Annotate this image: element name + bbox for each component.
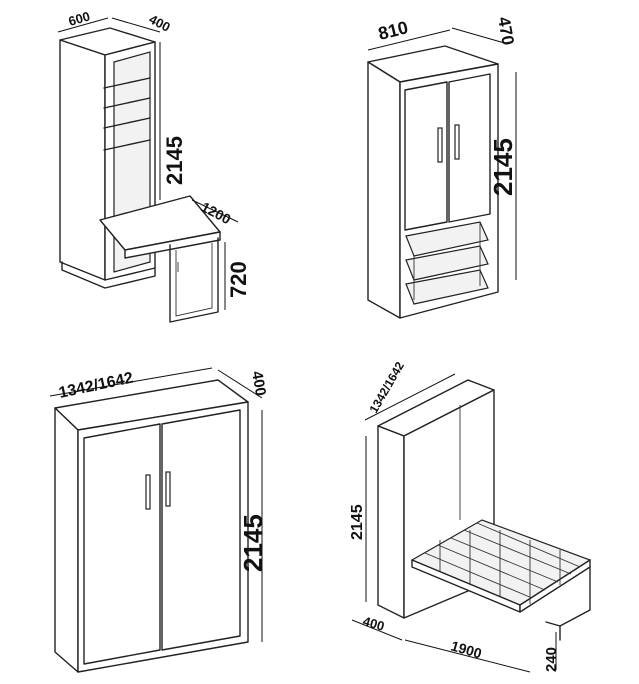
desk-cabinet-side (59, 39, 106, 281)
bed-foot (545, 621, 561, 627)
dim-bed-depth: 400 (248, 370, 269, 398)
bed-door-right[interactable] (161, 409, 241, 651)
desk-cabinet-base (61, 261, 156, 289)
bed-slat (424, 552, 533, 599)
wardrobe-door-right[interactable] (448, 73, 491, 223)
door-handle[interactable] (145, 474, 151, 510)
bed-cabinet-side (54, 407, 79, 673)
dim-wardrobe-width: 810 (376, 17, 410, 44)
dim-bed-length: 1900 (449, 638, 484, 662)
dim-desk-height: 2145 (162, 136, 187, 185)
door-handle[interactable] (454, 124, 460, 160)
dim-line (451, 27, 509, 45)
bed-cabinet-open-view: 1342/1642 2145 400 1900 240 (349, 359, 592, 673)
dim-line (404, 639, 531, 673)
basket-lower[interactable] (405, 269, 489, 305)
dim-line (364, 373, 456, 421)
basket-bottom[interactable] (405, 245, 489, 281)
dim-wardrobe-height: 2145 (488, 138, 518, 196)
dim-leg-height: 240 (543, 647, 560, 672)
door-handle[interactable] (437, 127, 443, 163)
shelf (103, 117, 151, 129)
bed-slat (476, 522, 581, 568)
shelf (103, 139, 151, 151)
dim-desk-width: 600 (67, 8, 92, 28)
bed-leg (559, 566, 591, 641)
bed-slat (437, 544, 546, 591)
table-leg-frame (169, 237, 219, 323)
dim-open-depth: 400 (361, 613, 386, 633)
dim-line (49, 367, 213, 397)
bed-slat (463, 529, 572, 575)
door-handle[interactable] (165, 471, 171, 507)
bed-door-left[interactable] (83, 423, 161, 665)
wardrobe-side (367, 61, 401, 319)
shelf (103, 77, 151, 89)
open-cabinet-side (377, 425, 405, 619)
dim-line (57, 17, 109, 33)
dim-open-width: 1342/1642 (366, 359, 407, 415)
table-edge (124, 231, 221, 259)
basket-top[interactable] (405, 221, 489, 257)
dim-desk-depth: 400 (147, 11, 173, 34)
dim-line (217, 369, 263, 399)
wardrobe-door-left[interactable] (404, 81, 448, 231)
desk-cabinet-view: 600 400 2145 1200 720 (57, 8, 251, 323)
bed-cabinet-closed-view: 1342/1642 400 2145 (49, 367, 269, 673)
dim-wardrobe-depth: 470 (494, 15, 518, 46)
dim-bed-height: 2145 (238, 514, 268, 572)
dim-line (367, 29, 451, 51)
shelf (103, 97, 151, 109)
dim-table-height: 720 (226, 261, 251, 298)
dim-line (191, 199, 239, 223)
table-leg-inner (175, 243, 213, 317)
bed-slat (450, 537, 559, 583)
dim-line (351, 619, 403, 641)
dim-open-height: 2145 (349, 504, 366, 540)
wardrobe-view: 810 470 2145 (367, 15, 518, 319)
dim-line (111, 17, 161, 33)
